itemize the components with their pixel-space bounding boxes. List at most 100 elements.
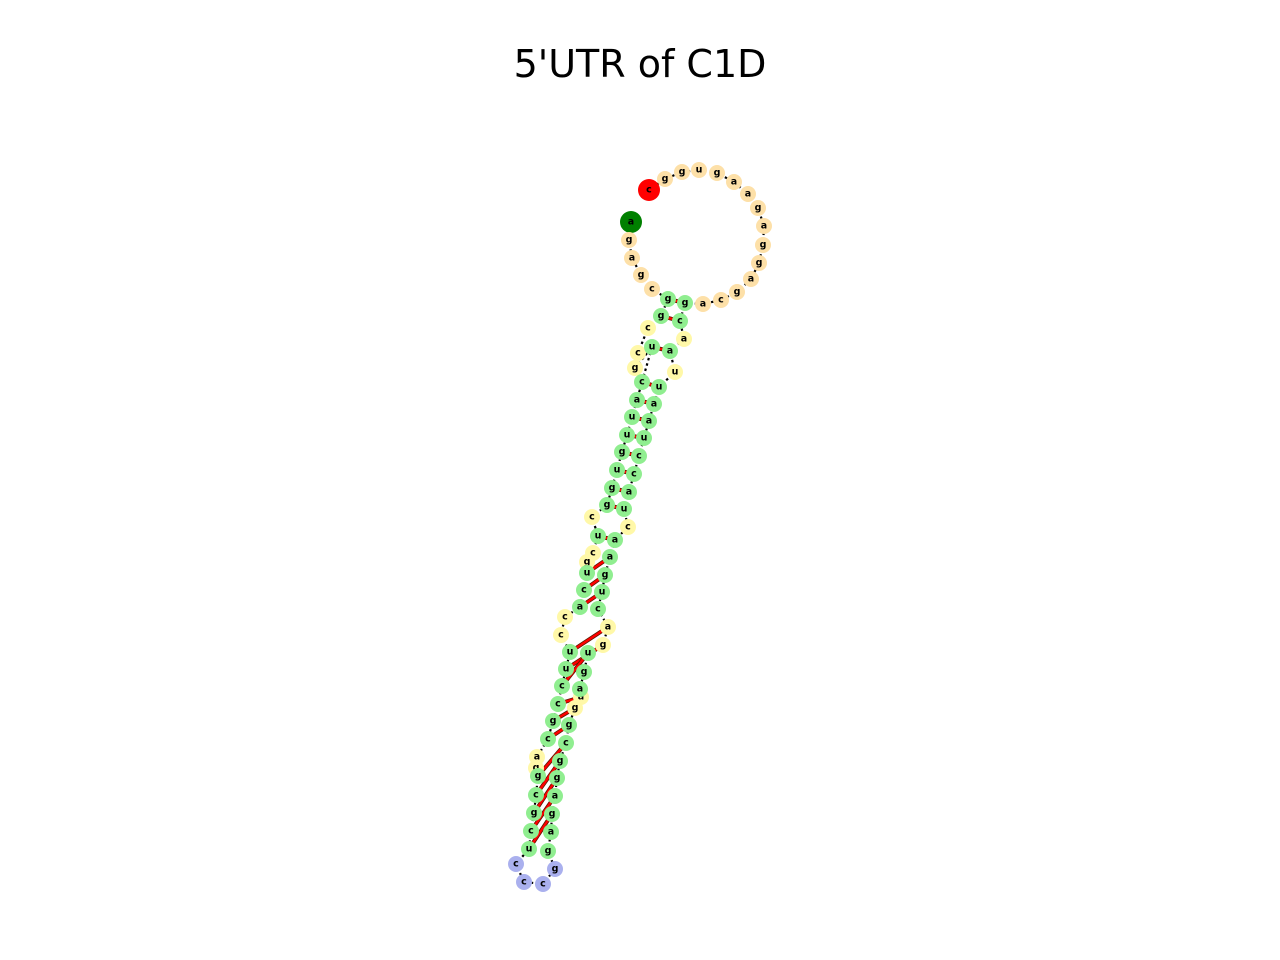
- nucleotide-interior-loop: c: [553, 627, 569, 643]
- nucleotide-circle: [638, 179, 660, 201]
- nucleotide-interior-loop: c: [557, 609, 573, 625]
- nucleotide-interior-loop: c: [640, 320, 656, 336]
- nucleotide-letter: a: [731, 177, 737, 188]
- nucleotide-stem: u: [616, 501, 632, 517]
- nucleotide-letter: a: [626, 487, 632, 498]
- nucleotide-circle: [620, 211, 642, 233]
- nucleotide-letter: g: [755, 203, 762, 214]
- nucleotide-circle: [621, 484, 637, 500]
- nucleotide-exterior-loop: a: [695, 296, 711, 312]
- nucleotide-circle: [750, 200, 766, 216]
- nucleotide-circle: [549, 770, 565, 786]
- nucleotide-letter: u: [624, 430, 631, 441]
- nucleotide-circle: [521, 841, 537, 857]
- nucleotide-letter: c: [636, 451, 642, 462]
- nucleotide-stem: a: [629, 392, 645, 408]
- nucleotide-circle: [526, 805, 542, 821]
- nucleotide-letter: c: [540, 879, 546, 890]
- nucleotide-letter: g: [658, 311, 665, 322]
- nucleotide-circle: [740, 186, 756, 202]
- nucleotide-circle: [576, 664, 592, 680]
- nucleotide-stem: a: [646, 396, 662, 412]
- nucleotide-letter: u: [641, 433, 648, 444]
- nucleotide-stem: u: [624, 409, 640, 425]
- nucleotide-circle: [616, 501, 632, 517]
- nucleotide-letter: g: [549, 809, 556, 820]
- nucleotide-circle: [657, 171, 673, 187]
- nucleotide-stem: u: [651, 379, 667, 395]
- nucleotide-circle: [523, 823, 539, 839]
- nucleotide-circle: [653, 308, 669, 324]
- nucleotide-letter: c: [528, 826, 534, 837]
- nucleotide-stem: c: [672, 313, 688, 329]
- nucleotide-letter: c: [521, 877, 527, 888]
- nucleotide-circle: [595, 637, 611, 653]
- nucleotide-letter: a: [761, 221, 767, 232]
- nucleotide-letter: c: [645, 323, 651, 334]
- nucleotide-letter: c: [563, 738, 569, 749]
- nucleotide-exterior-loop: g: [633, 267, 649, 283]
- nucleotide-circle: [609, 462, 625, 478]
- nucleotide-circle: [550, 696, 566, 712]
- nucleotide-exterior-loop: a: [726, 174, 742, 190]
- nucleotide-stem: c: [540, 731, 556, 747]
- nucleotide-circle: [535, 876, 551, 892]
- nucleotide-stem: a: [543, 824, 559, 840]
- nucleotide-hairpin-loop: g: [547, 861, 563, 877]
- nucleotide-letter: g: [714, 168, 721, 179]
- nucleotide-stem: u: [562, 644, 578, 660]
- nucleotide-letter: g: [581, 667, 588, 678]
- nucleotide-stem: u: [594, 584, 610, 600]
- nucleotide-exterior-loop: c: [644, 281, 660, 297]
- nucleotide-stem: c: [631, 448, 647, 464]
- nucleotide-stem: c: [634, 374, 650, 390]
- nucleotide-exterior-loop: g: [755, 237, 771, 253]
- nucleotide-letter: a: [651, 399, 657, 410]
- nucleotide-circle: [594, 584, 610, 600]
- nucleotide-letter: c: [677, 316, 683, 327]
- nucleotide-letter: g: [638, 270, 645, 281]
- nucleotide-stem: c: [523, 823, 539, 839]
- nucleotide-circle: [561, 717, 577, 733]
- nucleotide-letter: c: [513, 859, 519, 870]
- nucleotide-circle: [713, 292, 729, 308]
- nucleotide-letter: a: [607, 552, 613, 563]
- nucleotide-letter: c: [545, 734, 551, 745]
- nucleotide-circle: [547, 861, 563, 877]
- nucleotide-letter: u: [563, 664, 570, 675]
- nucleotide-circle: [580, 645, 596, 661]
- nucleotide-circle: [677, 295, 693, 311]
- nucleotide-hairpin-loop: c: [535, 876, 551, 892]
- nucleotide-letter: a: [667, 346, 673, 357]
- nucleotide-circle: [579, 565, 595, 581]
- nucleotide-exterior-loop: c: [713, 292, 729, 308]
- nucleotide-stem: c: [576, 582, 592, 598]
- nucleotide-letter: a: [700, 299, 706, 310]
- nucleotide-circle: [540, 731, 556, 747]
- nucleotide-letter: g: [602, 570, 609, 581]
- nucleotide-hairpin-loop: c: [516, 874, 532, 890]
- nucleotide-circle: [756, 218, 772, 234]
- nucleotide-letter: g: [557, 756, 564, 767]
- nucleotide-circle: [691, 162, 707, 178]
- nucleotide-letter: a: [577, 684, 583, 695]
- nucleotide-letter: g: [531, 808, 538, 819]
- nucleotide-stem: u: [590, 528, 606, 544]
- nucleotide-letter: c: [595, 604, 601, 615]
- nucleotide-stem: c: [554, 678, 570, 694]
- nucleotide-stem: c: [528, 787, 544, 803]
- nucleotide-letter: u: [567, 647, 574, 658]
- nucleotide-letter: g: [632, 363, 639, 374]
- nucleotide-circle: [558, 661, 574, 677]
- nucleotide-stem: c: [626, 466, 642, 482]
- nucleotide-letter: a: [681, 334, 687, 345]
- nucleotide-letter: c: [639, 377, 645, 388]
- nucleotide-exterior-loop: a: [624, 250, 640, 266]
- nucleotide-exterior-loop: g: [750, 200, 766, 216]
- nucleotide-circle: [676, 331, 692, 347]
- nucleotide-stem: a: [641, 413, 657, 429]
- nucleotide-interior-loop: a: [676, 331, 692, 347]
- nucleotide-letter: u: [526, 844, 533, 855]
- nucleotide-letter: g: [760, 240, 767, 251]
- nucleotide-letter: g: [533, 763, 540, 774]
